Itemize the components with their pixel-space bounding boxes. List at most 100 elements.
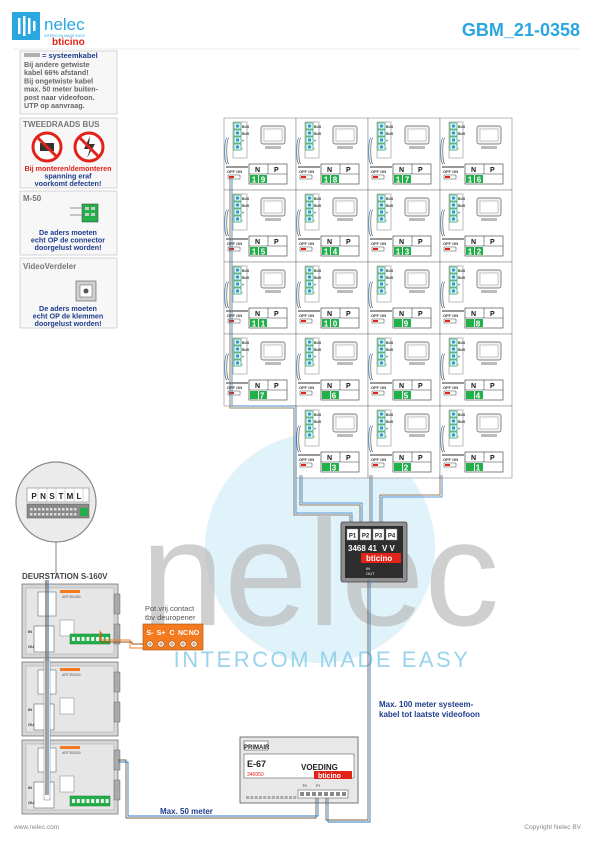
terminal-label: +	[458, 427, 460, 431]
terminal-label: -	[386, 434, 387, 438]
terminal-label: BUS	[386, 269, 394, 273]
power-vent	[293, 796, 297, 799]
p-label: P	[274, 311, 279, 318]
terminal-label: +	[242, 355, 244, 359]
relay-terminal-label: S+	[157, 630, 166, 637]
power-terminal	[312, 792, 316, 796]
terminal-label: BUS	[314, 420, 322, 424]
terminal-label: -	[314, 290, 315, 294]
connector-label: S	[49, 492, 55, 501]
terminal-label: +	[314, 355, 316, 359]
terminal-label: -	[242, 218, 243, 222]
terminal-label: BUS	[242, 269, 250, 273]
bus-loop	[370, 209, 374, 237]
bus-loop	[440, 209, 444, 237]
terminal-label: BUS	[386, 197, 394, 201]
connector-pin	[70, 508, 73, 511]
power-wiring	[99, 580, 371, 823]
power-terminal	[330, 792, 334, 796]
power-vent	[263, 796, 267, 799]
no-voltage-icon	[73, 131, 105, 163]
terminal-label: -	[314, 218, 315, 222]
terminal-label: BUS	[386, 420, 394, 424]
connector-pin	[50, 513, 53, 516]
bus-loop	[368, 425, 372, 453]
bus-loop	[296, 137, 300, 165]
door-station-title: DEURSTATION S-160V	[22, 572, 108, 581]
terminal-label: -	[458, 218, 459, 222]
legend-line: spanning eraf	[44, 172, 92, 181]
distributor-port	[372, 528, 385, 541]
p-label: P	[346, 311, 351, 318]
p-label: P	[346, 455, 351, 462]
power-vent	[284, 796, 288, 799]
videophone-number: 3	[405, 248, 410, 257]
terminal-label: BUS	[314, 132, 322, 136]
module-code: ART352000	[62, 673, 81, 677]
connector-pin	[54, 508, 57, 511]
p-label: P	[490, 383, 495, 390]
connector-pin	[34, 513, 37, 516]
connector-label: L	[77, 492, 82, 501]
distributor-port	[385, 528, 398, 541]
document-code: GBM_21-0358	[462, 20, 580, 40]
module-out-label: OUT	[28, 800, 37, 805]
terminal-label: +	[242, 283, 244, 287]
power-terminal	[318, 792, 322, 796]
offon-label: OFF ON	[443, 313, 458, 318]
module-out-label: OUT	[28, 722, 37, 727]
connector-pin	[42, 513, 45, 516]
videophone-number: 1	[476, 464, 481, 473]
videophone-number: 1	[252, 320, 257, 329]
terminal-label: -	[314, 146, 315, 150]
videophone-number: 2	[477, 248, 482, 257]
videophone-number: 3	[332, 464, 337, 473]
offon-label: OFF ON	[371, 313, 386, 318]
note-max50: Max. 50 meter	[160, 807, 213, 816]
terminal-label: BUS	[386, 413, 394, 417]
bus-loop	[226, 209, 230, 237]
offon-label: OFF ON	[299, 385, 314, 390]
videophone-number: 1	[324, 176, 329, 185]
terminal-label: BUS	[314, 413, 322, 417]
terminal-label: BUS	[242, 348, 250, 352]
terminal-label: BUS	[458, 420, 466, 424]
terminal-label: -	[314, 362, 315, 366]
terminal-label: +	[314, 283, 316, 287]
bus-loop	[224, 281, 228, 309]
footer: www.nelec.com Copyright Nelec BV	[13, 824, 582, 831]
legend-tweedraads-title: TWEEDRAADS BUS	[23, 120, 100, 129]
connector-pin	[62, 513, 65, 516]
bus-loop	[442, 281, 446, 309]
power-term-tk: TK	[302, 783, 307, 788]
p-label: P	[418, 455, 423, 462]
n-label: N	[255, 383, 260, 390]
bus-loop	[298, 425, 302, 453]
distributor-port	[346, 528, 359, 541]
bus-loop	[370, 137, 374, 165]
p-label: P	[490, 455, 495, 462]
terminal-label: +	[242, 211, 244, 215]
videophone-number: 8	[476, 320, 481, 329]
legend-line: Bij ongetwiste kabel	[24, 76, 93, 85]
p-label: P	[274, 167, 279, 174]
videophone-number: 9	[404, 320, 409, 329]
power-vent	[271, 796, 275, 799]
power-vent	[258, 796, 262, 799]
power-vent	[280, 796, 284, 799]
offon-label: OFF ON	[299, 169, 314, 174]
